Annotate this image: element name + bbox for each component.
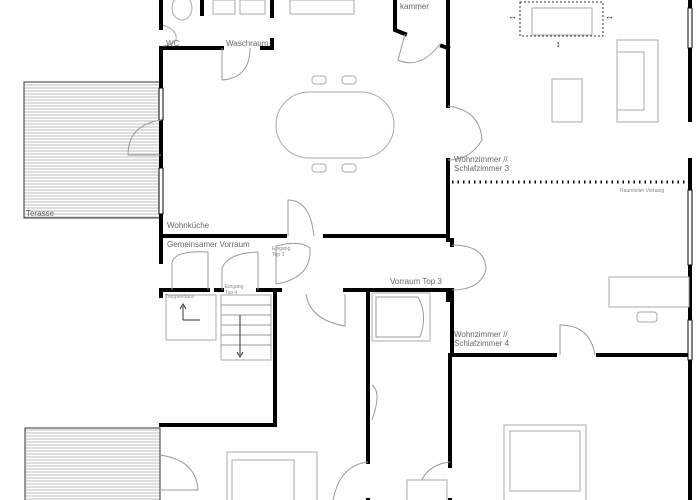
room-label-gemeinsamer-vorraum: Gemeinsamer Vorraum <box>167 240 250 249</box>
room-label-wohnkueche: Wohnküche <box>167 221 210 230</box>
room-label-wohnzimmer-3: Wohnzimmer // Schlafzimmer 3 <box>454 155 510 173</box>
room-label-wc: WC <box>166 39 180 48</box>
svg-text:↔: ↔ <box>508 11 517 21</box>
doors[interactable] <box>127 33 596 500</box>
label-treppenhaus: Treppenhaus <box>165 294 195 300</box>
terrace-lower <box>24 427 161 500</box>
room-label-waschraum: Waschraum <box>226 39 269 48</box>
window <box>687 7 693 49</box>
room-label-speisekammer: kammer <box>400 2 429 11</box>
window <box>158 167 164 215</box>
svg-text:↕: ↕ <box>556 39 561 49</box>
terrace-upper <box>23 81 161 219</box>
label-raumteiler-vorhang: Raumteiler Vorhang <box>620 188 665 194</box>
walls <box>159 0 692 500</box>
room-label-terasse: Terasse <box>26 209 55 218</box>
svg-text:↔: ↔ <box>605 11 614 21</box>
window <box>687 189 693 266</box>
window <box>687 319 693 361</box>
furniture: ↔ ↔ ↕ <box>162 0 690 500</box>
room-label-vorraum-top3: Vorraum Top 3 <box>390 277 442 286</box>
room-label-wohnzimmer-4: Wohnzimmer // Schlafzimmer 4 <box>454 330 510 348</box>
label-eingang-top3: Eingang Top 3 <box>272 246 291 258</box>
label-eingang-top4: Eingang Top 4 <box>225 284 244 296</box>
window <box>158 87 164 121</box>
